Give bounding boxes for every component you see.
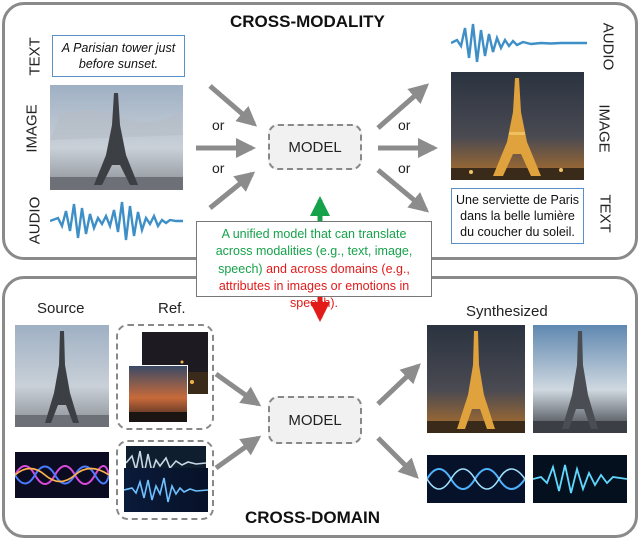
output-eiffel-night-image — [451, 72, 584, 180]
unified-model-callout: A unified model that can translate acros… — [196, 221, 432, 310]
input-text-content: A Parisian tower just before sunset. — [61, 40, 176, 71]
cross-modality-model-box: MODEL — [268, 124, 362, 170]
callout-modality-text: A unified model that can translate acros… — [215, 227, 413, 276]
ref-audio-waveform-2 — [124, 468, 208, 512]
cross-modality-model-label: MODEL — [288, 138, 342, 156]
ref-sunset-image — [128, 365, 188, 423]
input-text-box: A Parisian tower just before sunset. — [52, 35, 185, 77]
output-text-content: Une serviette de Paris dans la belle lum… — [456, 192, 579, 240]
input-audio-label: AUDIO — [26, 196, 44, 245]
ref-label: Ref. — [158, 300, 186, 317]
synthesized-audio-waveform-1 — [427, 455, 525, 503]
output-image-label: IMAGE — [595, 104, 613, 153]
output-text-box: Une serviette de Paris dans la belle lum… — [451, 188, 584, 244]
synthesized-audio-waveform-2 — [533, 455, 627, 503]
cross-modality-title: CROSS-MODALITY — [230, 12, 385, 31]
or-label-1: or — [212, 117, 225, 133]
output-audio-waveform — [451, 20, 587, 66]
source-label: Source — [37, 300, 85, 317]
input-audio-waveform — [50, 196, 183, 246]
input-image-label: IMAGE — [23, 104, 41, 153]
ref-image-group — [116, 324, 214, 430]
cross-domain-model-box: MODEL — [268, 396, 362, 444]
synthesized-label: Synthesized — [466, 303, 548, 320]
source-audio-waveform — [15, 452, 109, 498]
cross-domain-title: CROSS-DOMAIN — [245, 508, 381, 527]
synthesized-blue-sky-image — [533, 325, 627, 433]
cross-domain-model-label: MODEL — [288, 411, 342, 429]
or-label-2: or — [212, 160, 225, 176]
ref-audio-group — [116, 440, 214, 520]
input-eiffel-image — [50, 85, 183, 190]
output-text-label: TEXT — [596, 194, 614, 233]
source-eiffel-image — [15, 325, 109, 427]
or-label-4: or — [398, 160, 411, 176]
callout-domain-text: and across domains (e.g., attributes in … — [218, 261, 410, 311]
output-audio-label: AUDIO — [599, 22, 617, 71]
synthesized-night-image — [427, 325, 525, 433]
or-label-3: or — [398, 117, 411, 133]
input-text-label: TEXT — [26, 37, 44, 76]
